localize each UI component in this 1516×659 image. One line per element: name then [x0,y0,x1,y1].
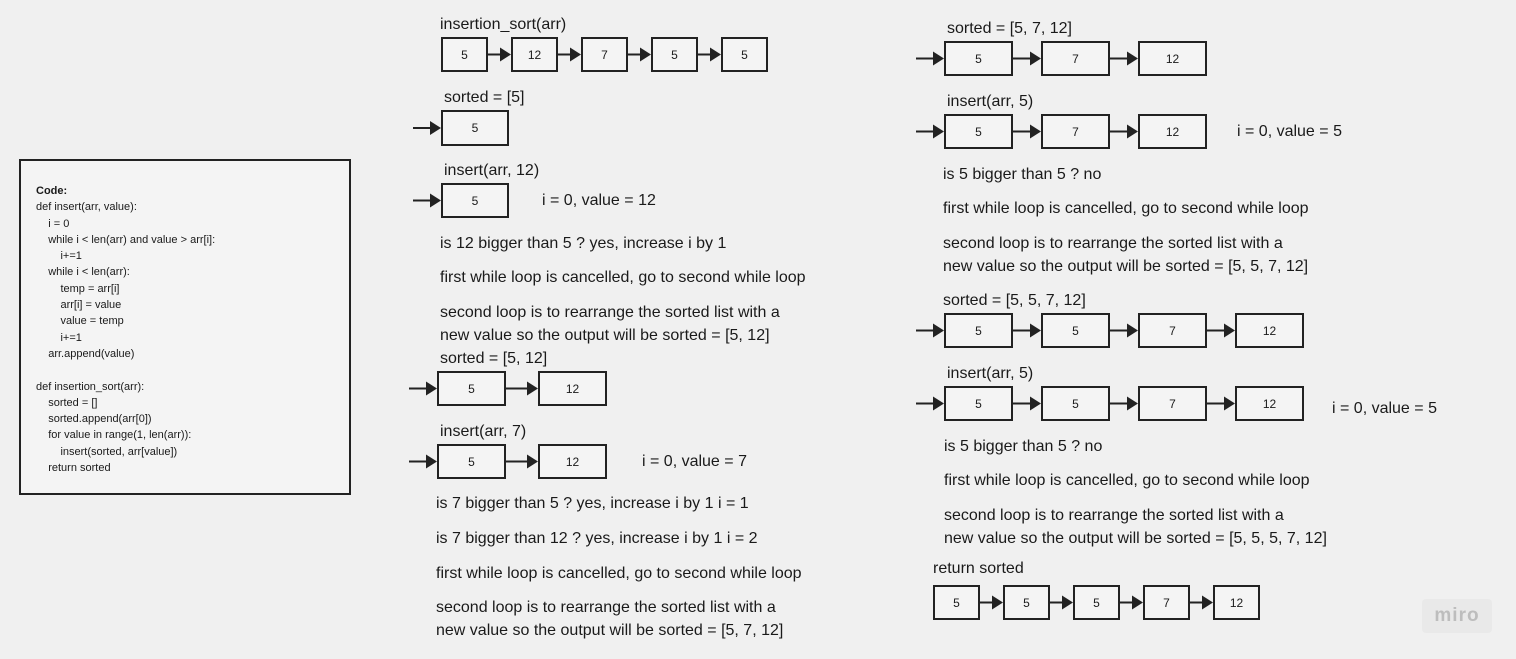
list-node[interactable]: 7 [1041,114,1110,149]
step-label[interactable]: is 7 bigger than 5 ? yes, increase i by … [436,495,749,512]
lead-arrow-head [426,381,437,396]
list-node[interactable]: 5 [1041,313,1110,348]
step-label[interactable]: is 7 bigger than 12 ? yes, increase i by… [436,530,758,547]
list-node[interactable]: 5 [1003,585,1050,620]
step-label[interactable]: second loop is to rearrange the sorted l… [943,235,1283,252]
list-node[interactable]: 12 [538,371,607,406]
list-node[interactable]: 5 [651,37,698,72]
list-node[interactable]: 7 [581,37,628,72]
list-node[interactable]: 5 [1073,585,1120,620]
lead-arrow-head [426,454,437,469]
list-node[interactable]: 5 [933,585,980,620]
node-arrow-head [1127,396,1138,411]
node-arrow-head [1062,595,1073,610]
code-text: Code: def insert(arr, value): i = 0 while… [36,183,215,476]
step-label[interactable]: sorted = [5, 7, 12] [947,20,1072,37]
step-label[interactable]: insert(arr, 5) [947,93,1034,110]
node-arrow-head [992,595,1003,610]
step-label[interactable]: return sorted [933,560,1024,577]
step-label[interactable]: new value so the output will be sorted =… [944,530,1327,547]
node-arrow-head [1030,51,1041,66]
list-node[interactable]: 7 [1041,41,1110,76]
code-title: Code: [36,185,68,197]
step-label[interactable]: i = 0, value = 7 [642,453,747,470]
node-arrow-head [1127,124,1138,139]
list-node[interactable]: 5 [944,41,1013,76]
list-node[interactable]: 7 [1138,386,1207,421]
node-arrow-head [1030,124,1041,139]
step-label[interactable]: i = 0, value = 12 [542,192,656,209]
code-body: def insert(arr, value): i = 0 while i < … [36,201,216,475]
node-arrow-head [570,47,581,62]
list-node[interactable]: 12 [1235,386,1304,421]
lead-arrow-head [933,323,944,338]
list-node[interactable]: 12 [1235,313,1304,348]
node-arrow-head [1127,323,1138,338]
step-label[interactable]: new value so the output will be sorted =… [436,622,784,639]
step-label[interactable]: first while loop is cancelled, go to sec… [436,565,802,582]
node-arrow-head [1224,396,1235,411]
list-node[interactable]: 5 [721,37,768,72]
step-label[interactable]: first while loop is cancelled, go to sec… [440,269,806,286]
step-label[interactable]: new value so the output will be sorted =… [943,258,1309,275]
step-label[interactable]: first while loop is cancelled, go to sec… [943,200,1309,217]
node-arrow-head [1030,323,1041,338]
node-arrow-head [1132,595,1143,610]
node-arrow-head [1127,51,1138,66]
lead-arrow-head [430,193,441,208]
step-label[interactable]: second loop is to rearrange the sorted l… [436,599,776,616]
miro-logo: miro [1422,599,1492,633]
step-label[interactable]: second loop is to rearrange the sorted l… [440,304,780,321]
step-label[interactable]: first while loop is cancelled, go to sec… [944,472,1310,489]
step-label[interactable]: i = 0, value = 5 [1332,400,1437,417]
lead-arrow-head [933,51,944,66]
list-node[interactable]: 7 [1138,313,1207,348]
lead-arrow-head [430,121,441,135]
list-node[interactable]: 5 [437,444,506,479]
lead-arrow-head [933,124,944,139]
list-node[interactable]: 5 [944,386,1013,421]
step-label[interactable]: sorted = [5, 12] [440,350,548,367]
list-node[interactable]: 5 [437,371,506,406]
node-arrow-head [1202,595,1213,610]
step-label[interactable]: insert(arr, 12) [444,162,540,179]
step-label[interactable]: sorted = [5] [444,89,525,106]
step-label[interactable]: second loop is to rearrange the sorted l… [944,507,1284,524]
node-arrow-head [640,47,651,62]
lead-arrow-head [933,396,944,411]
node-arrow-head [527,454,538,469]
list-node[interactable]: 5 [944,114,1013,149]
list-node[interactable]: 5 [441,110,509,146]
list-node[interactable]: 12 [1138,41,1207,76]
step-label[interactable]: sorted = [5, 5, 7, 12] [943,292,1086,309]
code-card[interactable]: Code: def insert(arr, value): i = 0 while… [19,159,351,495]
step-label[interactable]: i = 0, value = 5 [1237,123,1342,140]
list-node[interactable]: 5 [441,37,488,72]
list-node[interactable]: 5 [1041,386,1110,421]
node-arrow-head [527,381,538,396]
step-label[interactable]: is 12 bigger than 5 ? yes, increase i by… [440,235,727,252]
node-arrow-head [500,47,511,62]
list-node[interactable]: 5 [441,183,509,218]
step-label[interactable]: insert(arr, 5) [947,365,1034,382]
step-label[interactable]: is 5 bigger than 5 ? no [944,438,1103,455]
step-label[interactable]: insertion_sort(arr) [440,16,567,33]
step-label[interactable]: is 5 bigger than 5 ? no [943,166,1102,183]
list-node[interactable]: 12 [1138,114,1207,149]
node-arrow-head [1224,323,1235,338]
list-node[interactable]: 12 [1213,585,1260,620]
list-node[interactable]: 12 [511,37,558,72]
list-node[interactable]: 5 [944,313,1013,348]
node-arrow-head [710,47,721,62]
step-label[interactable]: new value so the output will be sorted =… [440,327,770,344]
node-arrow-head [1030,396,1041,411]
step-label[interactable]: insert(arr, 7) [440,423,527,440]
list-node[interactable]: 12 [538,444,607,479]
list-node[interactable]: 7 [1143,585,1190,620]
